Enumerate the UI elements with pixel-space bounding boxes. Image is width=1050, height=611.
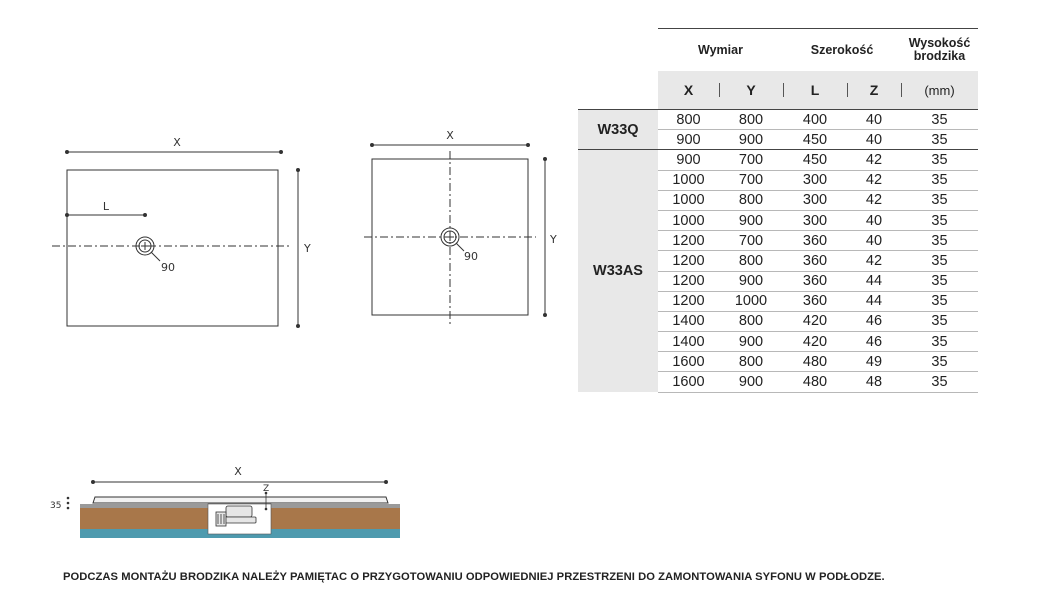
header-wysokosc-line2: brodzika [913, 49, 966, 63]
blank-cell [578, 71, 658, 110]
header-wymiar: Wymiar [658, 28, 783, 71]
installation-note: PODCZAS MONTAŻU BRODZIKA NALEŻY PAMIĘTAC… [63, 571, 885, 583]
col-mm: (mm) [901, 71, 978, 110]
blank-cell [578, 29, 658, 72]
square-tray-drawing: X Y 90 [364, 129, 557, 325]
header-wysokosc-line1: Wysokość [908, 36, 971, 50]
drain-size-label: 90 [161, 261, 175, 274]
col-x: X [658, 71, 719, 110]
col-l: L [783, 71, 847, 110]
header-szerokosc: Szerokość [783, 28, 901, 71]
group-label-w33as: W33AS [578, 149, 658, 393]
l-label: L [103, 200, 110, 213]
column-header-row: X Y L Z (mm) [578, 71, 978, 110]
y-label: Y [303, 242, 311, 255]
x-label: X [234, 465, 242, 478]
section-drawing: X 35 Z [50, 465, 400, 538]
drain-outer [440, 227, 460, 247]
siphon-icon [215, 505, 257, 527]
rect-tray-drawing: X Y L 90 [52, 136, 311, 328]
z-label: Z [263, 484, 269, 494]
drain-outer [135, 236, 155, 256]
height-label: 35 [50, 501, 61, 511]
x-label: X [173, 136, 181, 149]
tray-profile [92, 496, 389, 504]
drain-size-label: 90 [464, 250, 478, 263]
group-header-row: Wymiar Szerokość Wysokość brodzika [578, 28, 978, 72]
group-label-w33q: W33Q [578, 108, 658, 151]
y-label: Y [549, 233, 557, 246]
col-y: Y [719, 71, 783, 110]
col-z: Z [847, 71, 901, 110]
drain-inner [138, 239, 152, 253]
header-wysokosc: Wysokość brodzika [901, 28, 978, 71]
tray-outline [66, 169, 279, 327]
drain-inner [443, 230, 457, 244]
x-label: X [446, 129, 454, 142]
dimensions-table: Wymiar Szerokość Wysokość brodzika X Y L… [578, 28, 978, 393]
